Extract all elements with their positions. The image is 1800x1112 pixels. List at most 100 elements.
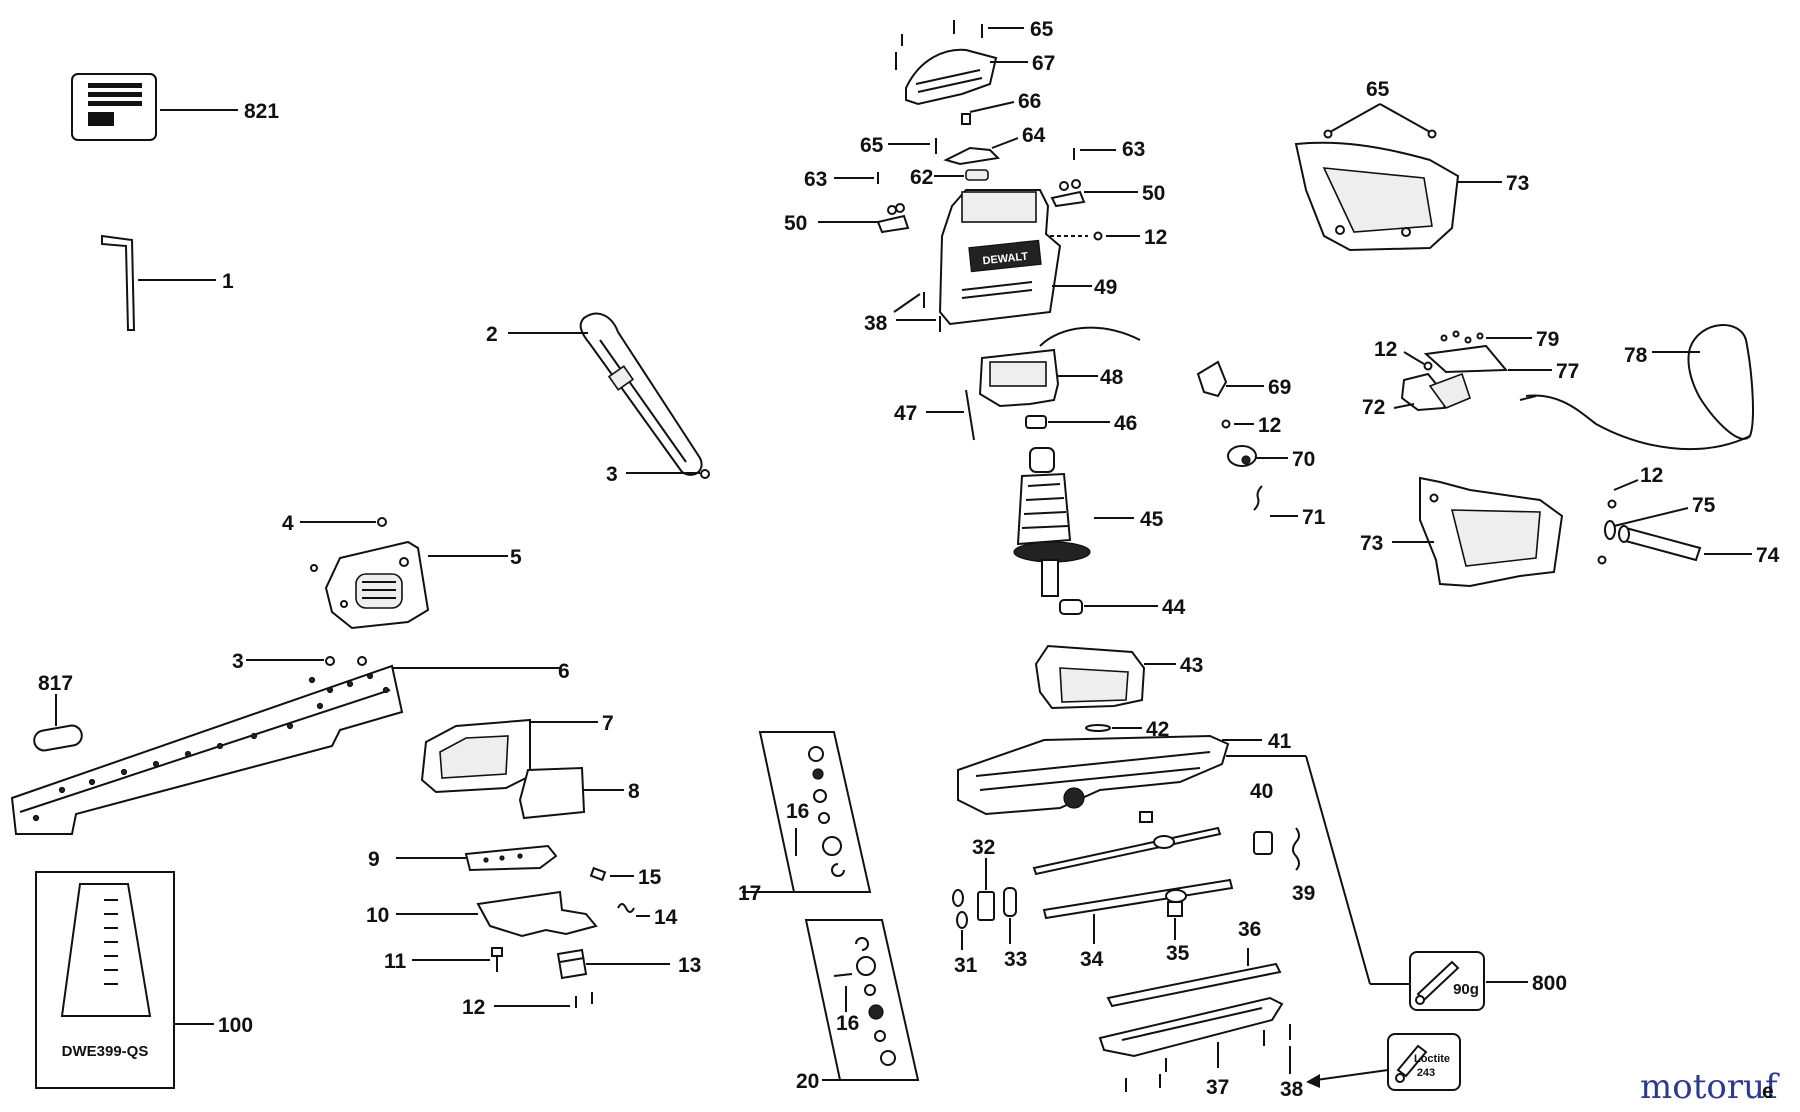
part-64-clip	[943, 137, 1019, 166]
part-8-window	[518, 766, 624, 820]
label-71: 71	[1302, 506, 1326, 529]
label-37: 37	[1206, 1076, 1229, 1099]
part-46-bushing	[1025, 415, 1110, 429]
part-65-screws-right	[1323, 103, 1437, 139]
label-16-lower: 16	[836, 1012, 859, 1035]
part-70-cam	[1227, 445, 1288, 467]
loctite-icon	[1387, 1033, 1461, 1091]
part-6-guide-rail	[10, 664, 562, 835]
label-15: 15	[638, 866, 662, 889]
part-50-brush-right	[1050, 179, 1138, 208]
label-79: 79	[1536, 328, 1559, 351]
motor-housing-brand: DEWALT	[982, 251, 1029, 268]
label-12-lever: 12	[1258, 414, 1281, 437]
label-50-left: 50	[784, 212, 807, 235]
part-63-screw-left	[834, 172, 879, 184]
part-13-clamp	[556, 948, 670, 980]
label-39: 39	[1292, 882, 1315, 905]
label-75: 75	[1692, 494, 1716, 517]
label-44: 44	[1162, 596, 1186, 619]
loctite-code: 243	[1417, 1067, 1435, 1079]
label-46: 46	[1114, 412, 1137, 435]
part-42-washer	[1085, 724, 1142, 732]
label-64: 64	[1022, 124, 1046, 147]
part-48-field-coil	[978, 326, 1141, 408]
part-20-panel	[804, 919, 920, 1081]
label-8: 8	[628, 780, 640, 803]
label-63-right: 63	[1122, 138, 1145, 161]
label-2: 2	[486, 323, 498, 346]
part-10-base-part	[396, 890, 598, 938]
part-39-spring	[1292, 827, 1300, 871]
part-67-top-cover	[895, 48, 1028, 106]
part-72-switch	[1393, 372, 1471, 412]
label-36: 36	[1238, 918, 1261, 941]
label-9: 9	[368, 848, 380, 871]
label-74: 74	[1756, 544, 1780, 567]
part-66-screw	[961, 101, 1015, 125]
part-4-screw	[300, 517, 387, 527]
label-69: 69	[1268, 376, 1291, 399]
label-1: 1	[222, 270, 234, 293]
part-65-screws-top	[901, 20, 1024, 46]
grease-icon	[1409, 951, 1528, 1011]
label-12-switch: 12	[1374, 338, 1397, 361]
part-2-side-handle	[508, 312, 703, 476]
label-72: 72	[1362, 396, 1385, 419]
part-12-screw-lever	[1221, 419, 1254, 429]
label-41: 41	[1268, 730, 1292, 753]
label-67: 67	[1032, 52, 1055, 75]
label-33: 33	[1004, 948, 1027, 971]
watermark-suffix: e	[1762, 1080, 1774, 1103]
label-50-right: 50	[1142, 182, 1165, 205]
part-50-brush-left	[818, 203, 910, 234]
part-78-cable	[1519, 324, 1754, 451]
label-34: 34	[1080, 948, 1104, 971]
label-35: 35	[1166, 942, 1190, 965]
part-1-hex-key	[101, 234, 216, 331]
part-47-rod	[926, 389, 975, 441]
label-49: 49	[1094, 276, 1117, 299]
label-5: 5	[510, 546, 522, 569]
label-70: 70	[1292, 448, 1315, 471]
part-75-ring	[1604, 507, 1689, 540]
watermark-text: motoruf	[1640, 1067, 1780, 1107]
part-71-spring	[1253, 485, 1298, 517]
label-7: 7	[602, 712, 614, 735]
part-9-bracket	[396, 844, 558, 872]
part-14-spring	[617, 903, 650, 917]
part-12-screw-switch	[1403, 351, 1433, 371]
part-821-label-plate	[71, 73, 238, 141]
part-11-bolt	[412, 947, 503, 972]
label-3-lower: 3	[232, 650, 244, 673]
part-33-ring	[1003, 887, 1017, 944]
label-42: 42	[1146, 718, 1169, 741]
label-65-top: 65	[1030, 18, 1054, 41]
label-47: 47	[894, 402, 917, 425]
kit-label: DWE399-QS	[62, 1043, 149, 1060]
label-821: 821	[244, 100, 279, 123]
part-35-key	[1167, 901, 1183, 940]
part-12-screws-lower	[494, 992, 593, 1008]
label-73-upper: 73	[1506, 172, 1529, 195]
label-100: 100	[218, 1014, 253, 1037]
label-31: 31	[954, 954, 978, 977]
label-12-handle: 12	[1640, 464, 1663, 487]
part-74-grip	[1618, 525, 1752, 562]
label-20: 20	[796, 1070, 819, 1093]
part-38-screws-lower	[1289, 1046, 1389, 1088]
part-34-shafts	[1032, 811, 1234, 944]
label-6: 6	[558, 660, 570, 683]
label-14: 14	[654, 906, 678, 929]
part-73-housing-half-lower	[1392, 476, 1564, 588]
grease-label: 90g	[1453, 981, 1479, 998]
part-3-screws-lower	[246, 656, 367, 666]
part-817-label	[33, 694, 83, 752]
part-37-base	[1098, 996, 1291, 1092]
label-40: 40	[1250, 780, 1273, 803]
label-13: 13	[678, 954, 701, 977]
label-32: 32	[972, 836, 995, 859]
part-79-screws	[1440, 330, 1532, 344]
label-10: 10	[366, 904, 389, 927]
